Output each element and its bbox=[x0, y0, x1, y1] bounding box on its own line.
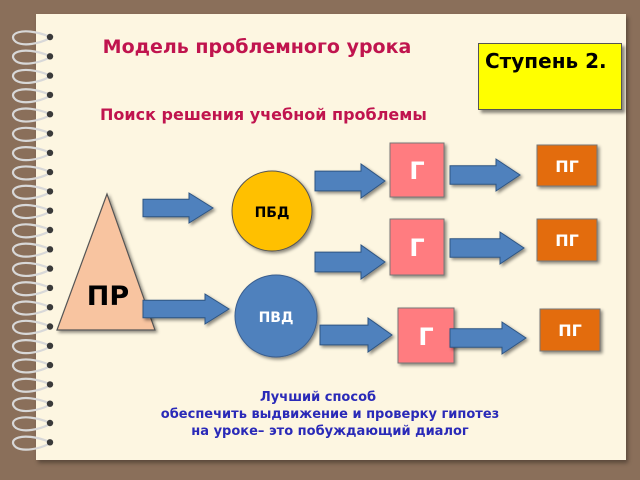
binding-hole bbox=[46, 381, 54, 388]
g-box-1 bbox=[389, 142, 445, 198]
binding-ring bbox=[12, 88, 49, 104]
g-label-1: Г bbox=[409, 157, 424, 185]
arrow-1 bbox=[142, 192, 214, 224]
binding-ring bbox=[12, 377, 49, 393]
footer-line-3: на уроке– это побуждающий диалог bbox=[191, 424, 469, 439]
pg-box-2 bbox=[536, 218, 598, 262]
binding-ring bbox=[12, 203, 49, 220]
binding-ring bbox=[12, 242, 49, 258]
g-label-2: Г bbox=[409, 234, 424, 262]
binding-hole bbox=[46, 207, 54, 214]
arrow-6 bbox=[449, 158, 521, 192]
pr-triangle bbox=[56, 192, 156, 331]
pr-label: ПР bbox=[87, 281, 129, 312]
binding-hole bbox=[46, 53, 54, 60]
binding-ring bbox=[12, 126, 49, 142]
binding-ring bbox=[12, 281, 49, 297]
binding-ring bbox=[12, 339, 49, 355]
arrow-4 bbox=[314, 244, 386, 280]
binding-hole bbox=[46, 323, 54, 330]
pbd-circle bbox=[231, 170, 313, 252]
binding-ring bbox=[12, 396, 49, 413]
binding-hole bbox=[46, 226, 54, 234]
binding-hole bbox=[46, 72, 54, 79]
arrow-2 bbox=[142, 293, 230, 325]
binding-ring bbox=[12, 319, 49, 335]
footer-line-1: Лучший способ bbox=[260, 390, 377, 405]
pg-box-1 bbox=[536, 144, 598, 187]
binding-ring bbox=[12, 165, 49, 181]
pg-label-1: ПГ bbox=[555, 157, 579, 176]
binding-hole bbox=[46, 111, 54, 118]
binding-ring bbox=[12, 68, 49, 85]
pg-label-3: ПГ bbox=[558, 321, 582, 340]
binding-ring bbox=[12, 30, 49, 46]
step-label: Ступень 2. bbox=[478, 43, 622, 110]
binding-ring bbox=[12, 358, 49, 374]
arrow-5 bbox=[319, 317, 393, 353]
binding-hole bbox=[46, 439, 54, 446]
g-label-3: Г bbox=[418, 323, 433, 351]
binding-ring bbox=[12, 107, 49, 123]
footer-note: Лучший способ обеспечить выдвижение и пр… bbox=[100, 389, 560, 440]
binding-ring bbox=[12, 261, 49, 278]
binding-hole bbox=[46, 149, 54, 156]
binding-hole bbox=[46, 246, 54, 253]
binding-ring bbox=[12, 300, 49, 316]
binding-hole bbox=[46, 400, 54, 407]
binding-hole bbox=[46, 33, 54, 41]
binding-ring bbox=[12, 146, 49, 162]
spiral-binding bbox=[12, 30, 54, 451]
pg-label-2: ПГ bbox=[555, 231, 579, 250]
binding-hole bbox=[46, 304, 54, 311]
binding-ring bbox=[12, 49, 49, 65]
arrow-3 bbox=[314, 163, 386, 199]
binding-hole bbox=[46, 130, 54, 137]
binding-hole bbox=[46, 361, 54, 369]
binding-hole bbox=[46, 168, 54, 176]
binding-hole bbox=[46, 188, 54, 195]
g-box-3 bbox=[397, 307, 455, 364]
arrow-8 bbox=[449, 321, 527, 355]
arrow-7 bbox=[449, 231, 525, 265]
pvd-label: ПВД bbox=[259, 310, 294, 326]
binding-hole bbox=[46, 342, 54, 349]
binding-ring bbox=[12, 184, 49, 200]
arrow-group bbox=[142, 158, 527, 355]
pg-box-3 bbox=[539, 308, 601, 352]
binding-hole bbox=[46, 284, 54, 292]
footer-line-2: обеспечить выдвижение и проверку гипотез bbox=[160, 407, 500, 422]
slide-subtitle: Поиск решения учебной проблемы bbox=[100, 105, 427, 124]
binding-ring bbox=[12, 416, 49, 432]
pbd-label: ПБД bbox=[255, 205, 290, 221]
g-box-2 bbox=[389, 218, 445, 276]
binding-ring bbox=[12, 223, 49, 239]
pvd-circle bbox=[234, 274, 318, 358]
binding-ring bbox=[12, 435, 49, 451]
binding-hole bbox=[46, 265, 54, 272]
slide-title: Модель проблемного урока bbox=[102, 36, 412, 58]
binding-hole bbox=[46, 91, 54, 99]
binding-hole bbox=[46, 419, 54, 427]
